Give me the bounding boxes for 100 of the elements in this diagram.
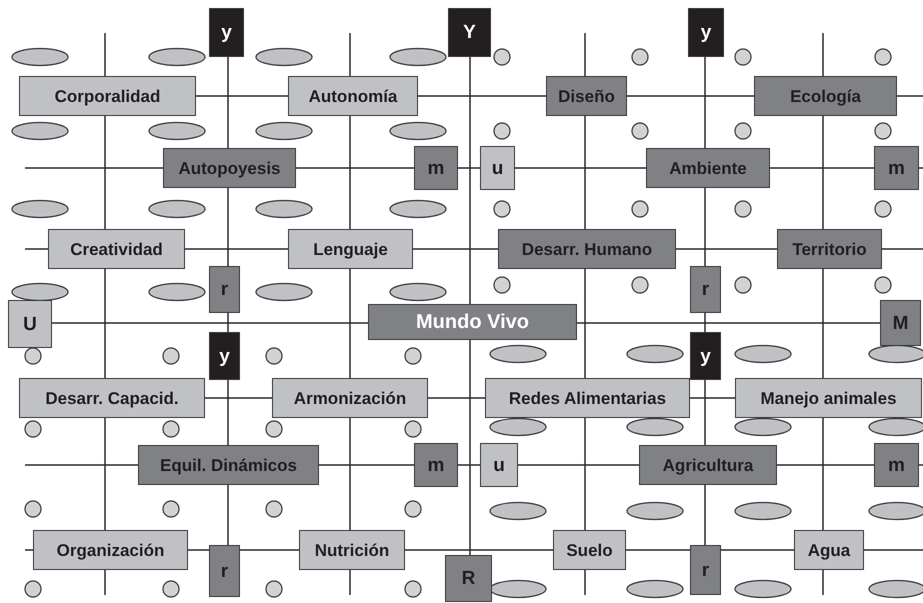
concept-label: m (428, 158, 444, 178)
concept-label: Mundo Vivo (416, 312, 529, 332)
concept-box (874, 443, 919, 487)
connector-line (104, 116, 106, 229)
concept-box (209, 545, 240, 597)
concept-label: Armonización (294, 390, 406, 406)
concept-label: Suelo (566, 542, 613, 558)
concept-box (480, 443, 518, 487)
connector-line (349, 269, 351, 378)
connector-line (104, 269, 106, 378)
connector-line (690, 397, 735, 399)
connector-line (721, 549, 794, 551)
concept-label: Manejo animales (760, 390, 897, 406)
concept-label: r (220, 280, 228, 299)
concept-label: Lenguaje (313, 240, 388, 258)
concept-label: Corporalidad (54, 88, 160, 104)
concept-box (448, 8, 491, 57)
concept-label: y (219, 346, 230, 366)
concept-box (138, 445, 319, 485)
connector-line (704, 188, 706, 266)
concept-label: Y (463, 23, 476, 42)
connector-line (52, 322, 368, 324)
connector-line (626, 549, 690, 551)
connector-line (413, 248, 498, 250)
concept-label: Autonomía (308, 88, 398, 104)
concept-box (874, 146, 919, 190)
concept-label: Nutrición (314, 542, 390, 558)
concept-label: m (888, 456, 905, 474)
concept-label: r (702, 560, 710, 580)
connector-line (185, 248, 288, 250)
connector-line (676, 248, 777, 250)
concept-label: r (220, 562, 228, 580)
connector-line (240, 549, 299, 551)
concept-box (485, 378, 690, 418)
connector-line (822, 418, 824, 530)
concept-label: m (428, 456, 444, 474)
connector-line (227, 485, 229, 545)
connector-line (196, 95, 288, 97)
connector-line (515, 167, 646, 169)
concept-label: y (700, 23, 712, 42)
concept-box (553, 530, 626, 570)
connector-line (349, 418, 351, 530)
concept-box (690, 266, 721, 313)
concept-box (794, 530, 864, 570)
concept-box (646, 148, 770, 188)
concept-box (209, 266, 240, 313)
connector-line (584, 418, 586, 530)
concept-label: Ambiente (669, 160, 747, 176)
concept-label: u (493, 456, 505, 474)
concept-box (163, 148, 296, 188)
concept-box (777, 229, 882, 269)
connector-line (584, 269, 586, 378)
connector-line (227, 313, 229, 332)
connector-line (319, 464, 414, 466)
connector-line (349, 116, 351, 229)
concept-box (209, 332, 240, 380)
connector-line (704, 485, 706, 545)
concept-box (19, 378, 205, 418)
concept-label: Organización (56, 542, 164, 558)
concept-label: Desarr. Capacid. (45, 390, 179, 406)
connector-line (104, 418, 106, 530)
connector-line (188, 549, 209, 551)
connector-line (584, 116, 586, 229)
connector-line (296, 167, 414, 169)
concept-label: Desarr. Humano (522, 240, 652, 258)
concept-label: Territorio (792, 240, 867, 258)
concept-box (639, 445, 777, 485)
concept-box (288, 76, 418, 116)
connector-line (458, 167, 480, 169)
concept-label: Agricultura (662, 456, 754, 474)
connector-line (458, 464, 480, 466)
connector-line (704, 313, 706, 332)
concept-label: u (492, 158, 504, 178)
concept-box (754, 76, 897, 116)
concept-box (498, 229, 676, 269)
concept-box (209, 8, 244, 57)
connector-line (822, 116, 824, 229)
concept-box (368, 304, 577, 340)
concept-label: y (221, 23, 232, 42)
concept-box (688, 8, 724, 57)
concept-box (690, 545, 721, 595)
connector-line (577, 322, 880, 324)
concept-label: m (888, 158, 905, 178)
concept-box (880, 300, 921, 346)
connector-line (205, 397, 272, 399)
concept-label: U (23, 314, 37, 334)
concept-box (272, 378, 428, 418)
connector-line (405, 549, 553, 551)
concept-box (414, 146, 458, 190)
connector-line (777, 464, 874, 466)
connector-line (418, 95, 546, 97)
concept-label: Equil. Dinámicos (160, 456, 297, 474)
concept-box (546, 76, 627, 116)
connector-line (227, 57, 229, 148)
concept-label: y (700, 346, 711, 366)
connector-line (469, 57, 471, 304)
concept-box (445, 555, 492, 602)
concept-label: Autopoyesis (178, 160, 281, 176)
concept-label: Agua (808, 542, 850, 558)
connector-line (469, 340, 471, 555)
